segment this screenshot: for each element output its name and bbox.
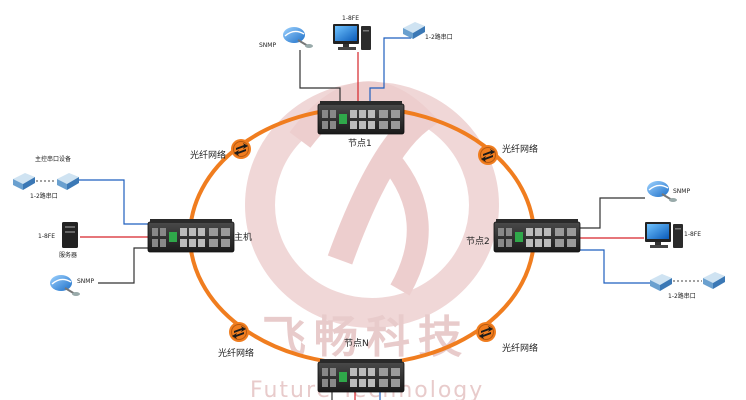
top-serial-label: 1-2路串口 — [425, 33, 453, 41]
right-snmp-label: SNMP — [673, 188, 690, 195]
pc-icon — [645, 222, 683, 248]
ring-label-top-left: 光纤网络 — [190, 149, 226, 161]
node-n-label: 节点N — [344, 338, 369, 349]
right-links — [580, 197, 654, 284]
left-links — [79, 179, 150, 284]
switch-host — [147, 218, 235, 253]
ring-label-bottom-right: 光纤网络 — [502, 342, 538, 354]
switch-node-1 — [317, 100, 405, 135]
fiber-icon — [228, 321, 250, 343]
serial-device-icon — [703, 272, 725, 289]
ring-label-top-right: 光纤网络 — [502, 143, 538, 155]
serial-device-icon — [57, 173, 79, 190]
pc-icon — [333, 24, 371, 50]
node-2-label: 节点2 — [466, 236, 490, 247]
right-fe-label: 1-8FE — [684, 231, 701, 238]
fiber-icon — [475, 321, 497, 343]
switch-node-n — [317, 358, 405, 393]
serial-device-icon — [650, 274, 672, 291]
top-snmp-label: SNMP — [259, 42, 276, 49]
switch-node-2 — [493, 218, 581, 253]
left-snmp-label: SNMP — [77, 278, 94, 285]
fiber-icon — [477, 144, 499, 166]
left-fe-label: 1-8FE — [38, 233, 55, 240]
serial-device-icon — [13, 173, 35, 190]
left-serial-label: 1-2路串口 — [30, 192, 58, 200]
server-icon — [62, 222, 78, 248]
ring-label-bottom-left: 光纤网络 — [218, 347, 254, 359]
node-1-label: 节点1 — [348, 138, 372, 149]
top-links — [299, 37, 411, 104]
fiber-icon — [230, 138, 252, 160]
left-server-label: 服务器 — [59, 251, 77, 259]
right-serial-label: 1-2路串口 — [668, 292, 696, 300]
snmp-globe-icon — [282, 26, 314, 49]
serial-device-icon — [403, 22, 425, 39]
top-fe-label: 1-8FE — [342, 15, 359, 22]
snmp-globe-icon — [49, 274, 81, 297]
host-label: 主机 — [234, 231, 252, 243]
left-master-title: 主控串口设备 — [35, 155, 71, 163]
